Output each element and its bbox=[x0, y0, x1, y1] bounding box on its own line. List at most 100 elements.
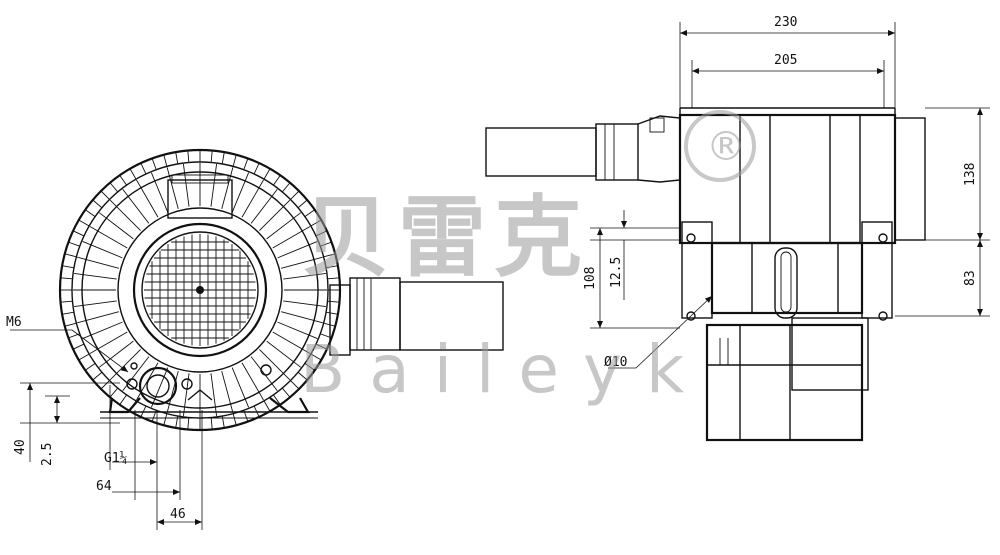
outer-rib bbox=[210, 150, 213, 163]
outer-rib bbox=[304, 363, 315, 371]
dim-width-64: 64 bbox=[96, 479, 112, 494]
dim-height-40: 40 bbox=[13, 439, 28, 455]
outer-rib bbox=[310, 219, 322, 227]
watermark-chinese: 贝雷克 bbox=[302, 186, 590, 289]
dim-width-205: 205 bbox=[774, 53, 797, 68]
outer-rib bbox=[85, 209, 96, 217]
dim-height-83: 83 bbox=[963, 270, 978, 286]
bolt-hole-top bbox=[130, 362, 138, 370]
cooling-fin bbox=[250, 188, 278, 224]
outer-rib bbox=[297, 199, 308, 209]
outer-rib bbox=[64, 253, 77, 258]
impeller-section bbox=[710, 241, 864, 315]
cooling-fin bbox=[109, 349, 141, 381]
fan-cover-ring bbox=[132, 222, 268, 358]
cooling-fin bbox=[259, 199, 291, 231]
outer-rib bbox=[315, 343, 328, 350]
outlet-port-inner bbox=[146, 374, 170, 398]
outer-rib bbox=[263, 400, 271, 412]
cooling-fin bbox=[166, 167, 179, 209]
outer-rib bbox=[85, 363, 96, 371]
cooling-fin bbox=[89, 331, 128, 354]
cooling-fin bbox=[122, 188, 150, 224]
cooling-fin bbox=[98, 212, 134, 240]
cooling-fin bbox=[182, 373, 190, 416]
terminal-box-lid bbox=[171, 174, 229, 184]
outer-rib bbox=[92, 371, 103, 381]
outer-rib bbox=[100, 380, 110, 390]
base-feet bbox=[100, 389, 318, 419]
dim-width-230: 230 bbox=[774, 15, 797, 30]
cooling-fin bbox=[77, 311, 119, 324]
outer-rib bbox=[187, 417, 190, 430]
cooling-fin bbox=[250, 356, 278, 392]
outer-rib bbox=[60, 277, 73, 280]
cooling-fin bbox=[89, 226, 128, 249]
outer-rib bbox=[304, 209, 315, 217]
outer-rib bbox=[187, 150, 190, 163]
side-nozzle bbox=[329, 277, 504, 356]
outer-rib bbox=[320, 241, 332, 247]
outer-rib bbox=[232, 413, 237, 426]
side-dimensions bbox=[590, 22, 990, 369]
housing-flange bbox=[894, 117, 926, 241]
cooling-fin bbox=[210, 373, 218, 416]
cooling-fin bbox=[82, 240, 123, 259]
cooling-fin bbox=[221, 167, 234, 209]
outer-rib bbox=[140, 162, 147, 175]
bolt-hole-left bbox=[126, 378, 138, 390]
outer-rib bbox=[163, 413, 168, 426]
cooling-fin bbox=[136, 179, 159, 218]
cooling-fin bbox=[266, 212, 302, 240]
outer-rib bbox=[129, 168, 137, 180]
outer-rib bbox=[151, 158, 157, 170]
outer-rib bbox=[68, 241, 80, 247]
mount-hole-3 bbox=[686, 311, 696, 321]
side-nozzle-profile bbox=[485, 115, 681, 183]
outer-rib bbox=[119, 175, 127, 186]
outer-rib bbox=[64, 322, 77, 327]
cooling-fin bbox=[277, 321, 318, 340]
outer-rib bbox=[72, 230, 85, 237]
bolt-hole-right bbox=[181, 378, 193, 390]
dim-height-2-5: 2.5 bbox=[40, 443, 55, 466]
cooling-fin bbox=[74, 300, 117, 308]
outer-rib bbox=[327, 277, 340, 280]
mount-hole-1 bbox=[686, 233, 696, 243]
dim-width-46: 46 bbox=[170, 507, 186, 522]
outer-rib bbox=[310, 353, 322, 361]
fan-cover-grid bbox=[144, 234, 256, 346]
dim-height-108: 108 bbox=[583, 267, 598, 290]
fan-cover-inner bbox=[141, 231, 259, 349]
watermark-latin: Baileyk bbox=[300, 331, 708, 408]
outer-rib bbox=[175, 152, 179, 165]
outer-rib bbox=[273, 394, 281, 405]
cooling-fin bbox=[231, 172, 250, 213]
outer-rib bbox=[109, 387, 119, 398]
dim-height-12-5: 12.5 bbox=[609, 257, 624, 288]
mounting-bracket-left bbox=[681, 221, 713, 319]
watermark: 贝雷克 Baileyk ® bbox=[300, 110, 756, 408]
outer-rib bbox=[325, 311, 338, 315]
outer-rib bbox=[253, 162, 260, 175]
cooling-fin bbox=[150, 367, 169, 408]
cooling-fin bbox=[150, 172, 169, 213]
dim-height-138: 138 bbox=[963, 163, 978, 186]
cooling-fin bbox=[221, 371, 234, 413]
fan-hub bbox=[196, 286, 204, 294]
mounting-bracket-right bbox=[861, 221, 893, 319]
cooling-fin bbox=[182, 164, 190, 207]
cooling-fin bbox=[283, 300, 326, 308]
cooling-fin bbox=[241, 179, 264, 218]
motor-body bbox=[705, 323, 864, 442]
outer-rib bbox=[243, 158, 249, 170]
outer-rib bbox=[315, 230, 328, 237]
outer-rib bbox=[290, 380, 300, 390]
front-view: M6 40 2.5 G1¼ 64 46 bbox=[6, 148, 504, 530]
outer-rib bbox=[60, 300, 73, 303]
outer-rib bbox=[163, 154, 168, 167]
shaft-slot bbox=[774, 247, 798, 319]
outer-rib bbox=[78, 353, 90, 361]
outer-rib bbox=[281, 387, 291, 398]
